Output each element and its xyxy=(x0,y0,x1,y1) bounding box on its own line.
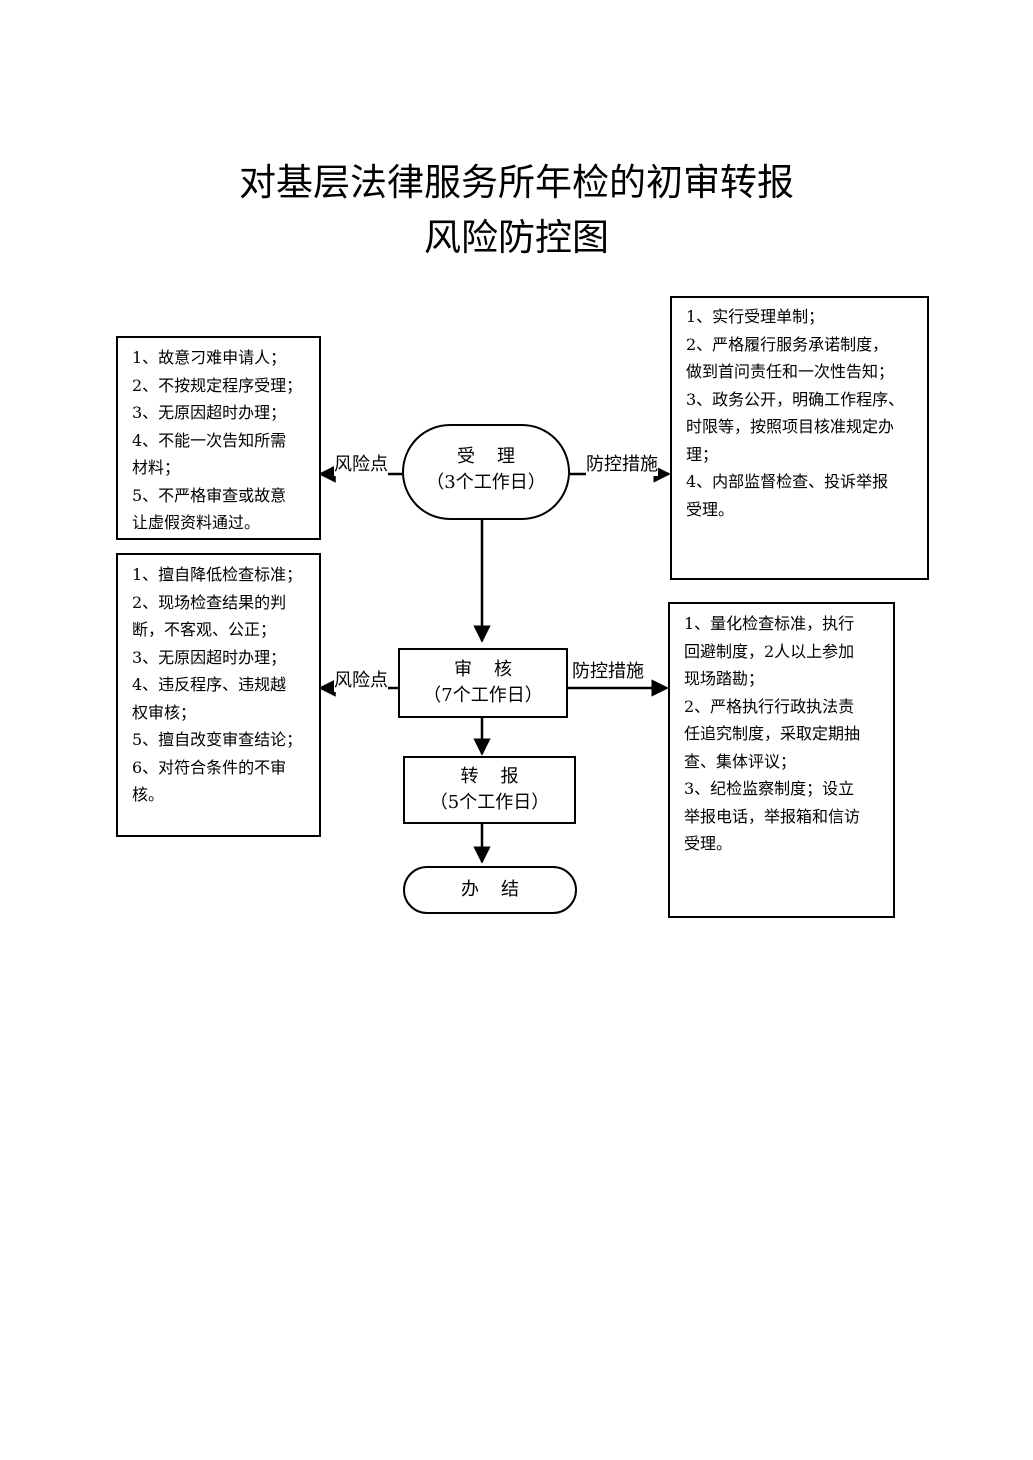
label-risk-accept: 风险点 xyxy=(334,450,388,476)
control-item: 现场踏勘； xyxy=(684,669,765,688)
risk-item: 5、不严格审查或故意 xyxy=(132,485,287,505)
control-item: 3、纪检监察制度；设立 xyxy=(684,779,855,798)
node-finish: 办结 xyxy=(403,866,577,914)
control-item: 1、量化检查标准，执行 xyxy=(684,614,855,633)
control-box-review: 1、量化检查标准，执行 回避制度，2人以上参加 现场踏勘； 2、严格执行行政执法… xyxy=(668,602,895,918)
risk-item: 让虚假资料通过。 xyxy=(132,513,261,532)
node-transfer: 转报 （5个工作日） xyxy=(403,756,576,824)
risk-item: 权审核； xyxy=(132,702,197,722)
node-finish-name: 办结 xyxy=(461,879,541,900)
risk-item: 2、不按规定程序受理； xyxy=(132,375,303,395)
node-review: 审核 （7个工作日） xyxy=(398,648,568,718)
node-review-name: 审核 xyxy=(454,659,534,680)
risk-item: 1、擅自降低检查标准； xyxy=(132,565,303,584)
control-item: 查、集体评议； xyxy=(684,751,797,771)
control-item: 理； xyxy=(686,444,719,464)
node-accept-days: （3个工作日） xyxy=(426,472,546,493)
label-control-review: 防控措施 xyxy=(572,657,644,683)
control-item: 4、内部监督检查、投诉举报 xyxy=(686,472,889,491)
control-item: 2、严格履行服务承诺制度， xyxy=(686,334,889,354)
risk-item: 核。 xyxy=(132,785,165,804)
risk-item: 4、违反程序、违规越 xyxy=(132,675,287,694)
control-item: 受理。 xyxy=(686,499,735,519)
node-accept-name: 受理 xyxy=(457,446,537,467)
label-risk-review: 风险点 xyxy=(334,666,388,692)
node-review-days: （7个工作日） xyxy=(423,685,543,706)
risk-item: 2、现场检查结果的判 xyxy=(132,592,287,612)
diagram-title-line2: 风险防控图 xyxy=(424,216,609,259)
control-item: 做到首问责任和一次性告知； xyxy=(686,362,895,381)
control-item: 时限等，按照项目核准规定办 xyxy=(686,417,895,436)
control-item: 受理。 xyxy=(684,834,733,853)
risk-item: 材料； xyxy=(132,458,181,477)
control-item: 举报电话，举报箱和信访 xyxy=(684,806,861,826)
control-item: 任追究制度，采取定期抽 xyxy=(684,724,861,743)
risk-item: 5、擅自改变审查结论； xyxy=(132,730,303,749)
control-item: 1、实行受理单制； xyxy=(686,307,825,326)
control-item: 回避制度，2人以上参加 xyxy=(684,641,855,661)
control-item: 3、政务公开，明确工作程序、 xyxy=(686,389,905,409)
node-transfer-name: 转报 xyxy=(460,766,541,787)
risk-item: 断，不客观、公正； xyxy=(132,620,277,639)
node-accept: 受理 （3个工作日） xyxy=(402,424,570,520)
control-box-accept: 1、实行受理单制； 2、严格履行服务承诺制度， 做到首问责任和一次性告知； 3、… xyxy=(670,296,929,580)
label-control-accept: 防控措施 xyxy=(586,450,658,476)
risk-box-accept: 1、故意刁难申请人； 2、不按规定程序受理； 3、无原因超时办理； 4、不能一次… xyxy=(116,336,321,540)
risk-item: 3、无原因超时办理； xyxy=(132,647,287,667)
risk-item: 3、无原因超时办理； xyxy=(132,403,287,422)
risk-box-review: 1、擅自降低检查标准； 2、现场检查结果的判 断，不客观、公正； 3、无原因超时… xyxy=(116,553,321,837)
control-item: 2、严格执行行政执法责 xyxy=(684,696,855,716)
risk-item: 1、故意刁难申请人； xyxy=(132,348,287,367)
node-transfer-days: （5个工作日） xyxy=(429,792,550,813)
risk-item: 4、不能一次告知所需 xyxy=(132,430,287,450)
diagram-title-line1: 对基层法律服务所年检的初审转报 xyxy=(239,161,794,204)
risk-item: 6、对符合条件的不审 xyxy=(132,757,287,777)
